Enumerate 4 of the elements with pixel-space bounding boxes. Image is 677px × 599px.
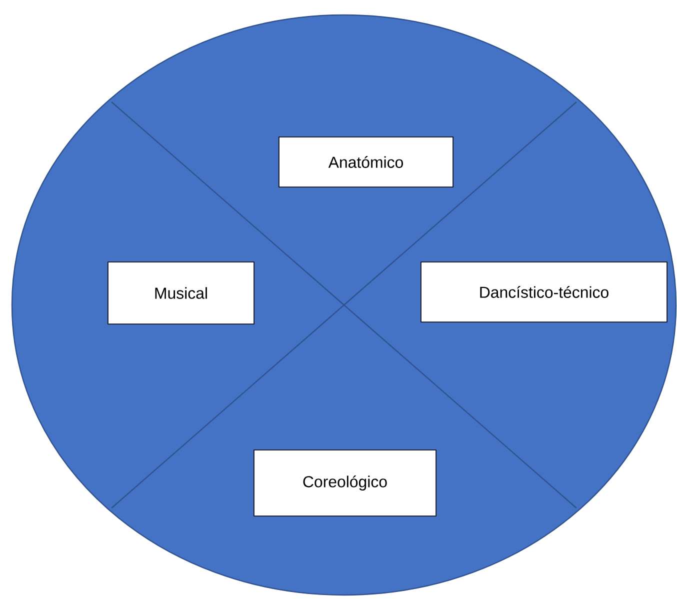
label-box: Dancístico-técnico xyxy=(420,262,668,322)
label-box: Musical xyxy=(108,262,254,324)
label-box: Coreológico xyxy=(254,450,436,516)
label-box: Anatómico xyxy=(278,136,454,188)
